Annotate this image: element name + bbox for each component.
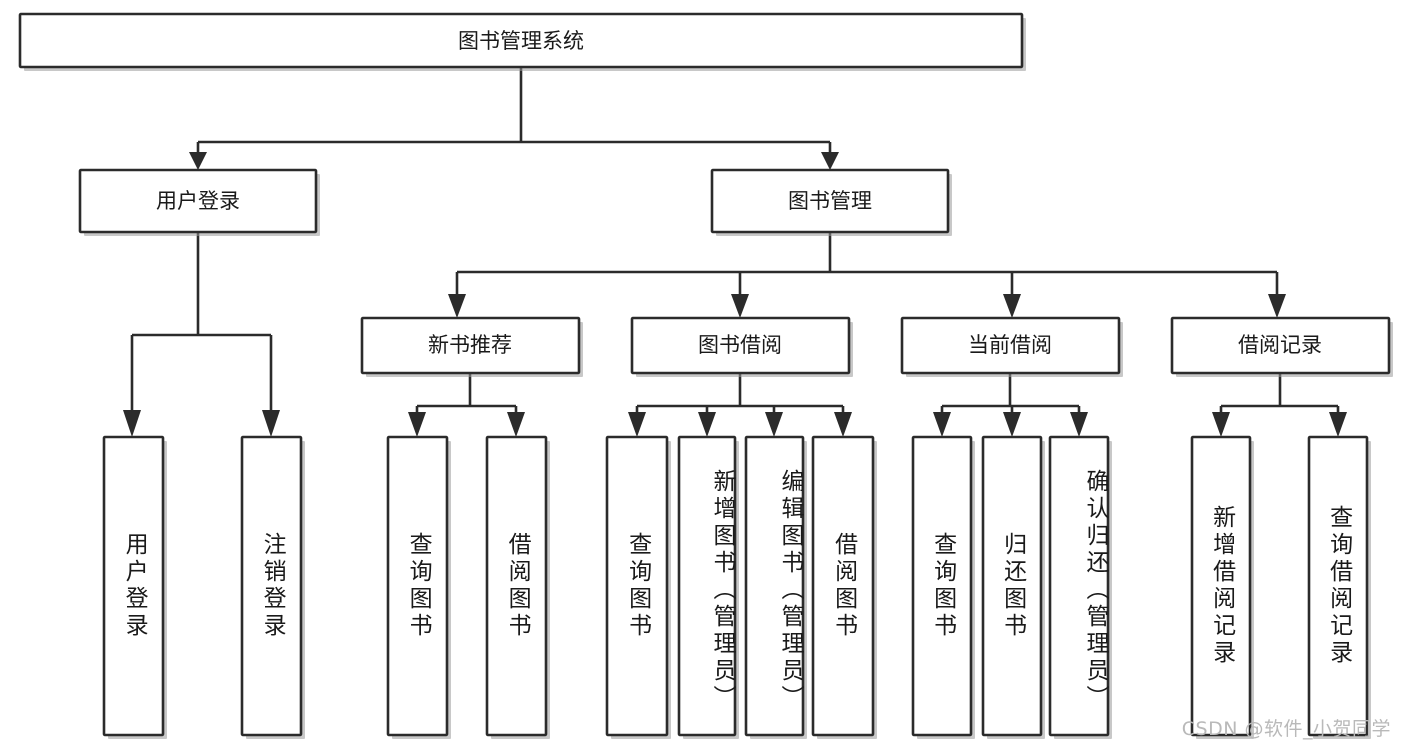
arrowhead-borrowrecord-leaf2: [1329, 412, 1347, 437]
node-box-leaf-query-borrow-record[interactable]: [1307, 435, 1369, 737]
node-box-leaf-query-book-rec[interactable]: [386, 435, 449, 737]
arrowhead-newbook-leaf1: [408, 412, 426, 437]
arrowhead-borrowrecord-leaf1: [1212, 412, 1230, 437]
edges-layer: [123, 67, 1347, 437]
node-box-leaf-confirm-return-admin[interactable]: [1048, 435, 1110, 737]
node-box-current-borrow[interactable]: [900, 316, 1121, 375]
node-label-book-management: 图书管理: [788, 189, 872, 213]
node-label-borrow-record: 借阅记录: [1238, 333, 1322, 357]
arrowhead-bookmgmt-l3d: [1268, 294, 1286, 318]
node-box-borrow-record[interactable]: [1170, 316, 1391, 375]
node-box-user-login[interactable]: [78, 168, 318, 234]
arrowhead-root-to-bookmgmt: [821, 152, 839, 170]
node-box-leaf-borrow-book[interactable]: [811, 435, 875, 737]
arrowhead-userlogin-leaf2: [262, 410, 280, 437]
node-box-leaf-add-book-admin[interactable]: [677, 435, 737, 737]
node-label-new-book-recommend: 新书推荐: [428, 333, 512, 357]
arrowhead-userlogin-leaf1: [123, 410, 141, 437]
node-box-leaf-edit-book-admin[interactable]: [744, 435, 805, 737]
node-box-leaf-query-book-borrow[interactable]: [605, 435, 669, 737]
arrowhead-bookmgmt-l3c: [1003, 294, 1021, 318]
arrowhead-bookborrow-leaf2: [698, 412, 716, 437]
node-box-leaf-return-book[interactable]: [981, 435, 1043, 737]
node-label-current-borrow: 当前借阅: [968, 333, 1052, 357]
node-box-book-management[interactable]: [710, 168, 950, 234]
nodes-layer: 图书管理系统 用户登录 图书管理 新书推荐 图书借阅 当前借阅 借阅记录: [18, 12, 1393, 739]
arrowhead-bookborrow-leaf3: [765, 412, 783, 437]
node-box-leaf-user-login[interactable]: [102, 435, 165, 737]
arrowhead-newbook-leaf2: [507, 412, 525, 437]
arrowhead-bookmgmt-l3a: [448, 294, 466, 318]
arrowhead-currentborrow-leaf3: [1070, 412, 1088, 437]
watermark-text: CSDN @软件_小贺同学: [1181, 718, 1391, 740]
node-label-user-login: 用户登录: [156, 189, 240, 213]
node-box-leaf-add-borrow-record[interactable]: [1190, 435, 1252, 737]
node-box-leaf-query-book-current[interactable]: [911, 435, 973, 737]
arrowhead-root-to-userlogin: [189, 152, 207, 170]
arrowhead-currentborrow-leaf1: [933, 412, 951, 437]
node-box-leaf-logout[interactable]: [240, 435, 303, 737]
arrowhead-bookmgmt-l3b: [731, 294, 749, 318]
node-box-new-book-recommend[interactable]: [360, 316, 581, 375]
node-label-book-borrow: 图书借阅: [698, 333, 782, 357]
node-box-root[interactable]: [18, 12, 1024, 69]
node-box-book-borrow[interactable]: [630, 316, 851, 375]
arrowhead-currentborrow-leaf2: [1003, 412, 1021, 437]
node-box-leaf-borrow-book-rec[interactable]: [485, 435, 548, 737]
arrowhead-bookborrow-leaf4: [834, 412, 852, 437]
node-label-root: 图书管理系统: [458, 29, 584, 53]
arrowhead-bookborrow-leaf1: [628, 412, 646, 437]
